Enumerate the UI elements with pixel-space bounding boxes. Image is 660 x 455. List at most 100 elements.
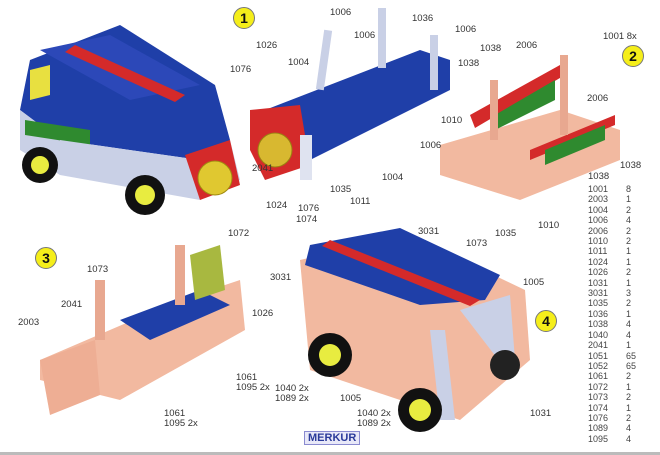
part-label: 1026 xyxy=(252,308,274,319)
part-number: 1061 xyxy=(588,371,609,382)
part-quantity: 4 xyxy=(626,329,632,340)
part-label: 3031 xyxy=(270,272,292,283)
part-label: 2006 xyxy=(516,40,538,51)
part-label: 1038 xyxy=(588,171,610,182)
step1-assembly xyxy=(250,8,450,180)
step-number-1: 1 xyxy=(233,7,255,29)
step-number-2: 2 xyxy=(622,45,644,67)
parts-list-row: 1026 2 xyxy=(588,267,648,277)
parts-list-row: 1001 8 xyxy=(588,184,648,194)
part-number: 1095 xyxy=(588,433,609,444)
part-label: 1010 xyxy=(441,115,463,126)
part-label: 1031 xyxy=(530,408,552,419)
parts-list-row: 2041 1 xyxy=(588,340,648,350)
part-number: 1076 xyxy=(588,412,609,423)
part-label: 1006 xyxy=(330,7,352,18)
part-label: 1006 xyxy=(455,24,477,35)
part-quantity: 1 xyxy=(626,246,632,257)
part-quantity: 65 xyxy=(626,360,637,371)
part-number: 1089 xyxy=(588,423,609,434)
part-quantity: 1 xyxy=(626,308,632,319)
part-label: 1036 xyxy=(412,13,434,24)
part-label: 1076 xyxy=(298,203,320,214)
part-quantity: 1 xyxy=(626,340,632,351)
part-quantity: 2 xyxy=(626,298,632,309)
part-quantity: 3 xyxy=(626,288,632,299)
part-label: 1038 xyxy=(620,160,642,171)
part-label: 3031 xyxy=(418,226,440,237)
part-label: 1089 2x xyxy=(357,418,391,429)
part-quantity: 65 xyxy=(626,350,637,361)
part-label: 1035 xyxy=(330,184,352,195)
part-label: 1095 2x xyxy=(236,382,270,393)
part-number: 1073 xyxy=(588,392,609,403)
parts-list-row: 1073 2 xyxy=(588,392,648,402)
part-number: 1006 xyxy=(588,215,609,226)
part-number: 2003 xyxy=(588,194,609,205)
part-quantity: 4 xyxy=(626,319,632,330)
part-label: 2003 xyxy=(18,317,40,328)
part-quantity: 8 xyxy=(626,184,632,194)
part-label: 2041 xyxy=(252,163,274,174)
part-number: 2041 xyxy=(588,340,609,351)
parts-list-row: 1074 1 xyxy=(588,403,648,413)
part-number: 1036 xyxy=(588,308,609,319)
part-number: 1026 xyxy=(588,267,609,278)
step-number-3: 3 xyxy=(35,247,57,269)
part-label: 1001 8x xyxy=(603,31,637,42)
part-quantity: 2 xyxy=(626,204,632,215)
part-quantity: 2 xyxy=(626,392,632,403)
part-quantity: 1 xyxy=(626,194,632,205)
step4-assembly xyxy=(300,228,530,432)
part-label: 1005 xyxy=(523,277,545,288)
part-label: 1040 2x xyxy=(357,408,391,419)
part-label: 2041 xyxy=(61,299,83,310)
part-label: 1061 xyxy=(164,408,186,419)
part-label: 1006 xyxy=(354,30,376,41)
part-label: 1040 2x xyxy=(275,383,309,394)
part-quantity: 4 xyxy=(626,423,632,434)
part-number: 1010 xyxy=(588,236,609,247)
footer-divider xyxy=(0,452,660,455)
part-quantity: 4 xyxy=(626,215,632,226)
part-number: 1004 xyxy=(588,204,609,215)
part-label: 1038 xyxy=(480,43,502,54)
part-number: 1038 xyxy=(588,319,609,330)
part-label: 1011 xyxy=(350,196,371,207)
part-label: 1004 xyxy=(288,57,310,68)
step-number-4: 4 xyxy=(535,310,557,332)
part-label: 1038 xyxy=(458,58,480,69)
part-number: 1052 xyxy=(588,360,609,371)
part-number: 1074 xyxy=(588,402,609,413)
part-number: 2006 xyxy=(588,225,609,236)
parts-list-row: 1089 4 xyxy=(588,423,648,433)
part-number: 1035 xyxy=(588,298,609,309)
part-quantity: 2 xyxy=(626,267,632,278)
part-number: 1011 xyxy=(588,246,608,257)
parts-list-row: 1024 1 xyxy=(588,257,648,267)
part-label: 1076 xyxy=(230,64,252,75)
part-label: 1035 xyxy=(495,228,517,239)
parts-list-row: 1036 1 xyxy=(588,309,648,319)
part-quantity: 1 xyxy=(626,381,632,392)
part-label: 1072 xyxy=(228,228,250,239)
part-label: 1073 xyxy=(466,238,488,249)
parts-list-row: 1011 1 xyxy=(588,246,648,256)
part-quantity: 1 xyxy=(626,256,632,267)
part-number: 1024 xyxy=(588,256,609,267)
part-quantity: 1 xyxy=(626,402,632,413)
part-quantity: 2 xyxy=(626,412,632,423)
part-number: 1001 xyxy=(588,184,609,194)
part-label: 2006 xyxy=(587,93,609,104)
part-label: 1089 2x xyxy=(275,393,309,404)
step2-assembly xyxy=(440,55,620,200)
part-label: 1010 xyxy=(538,220,560,231)
